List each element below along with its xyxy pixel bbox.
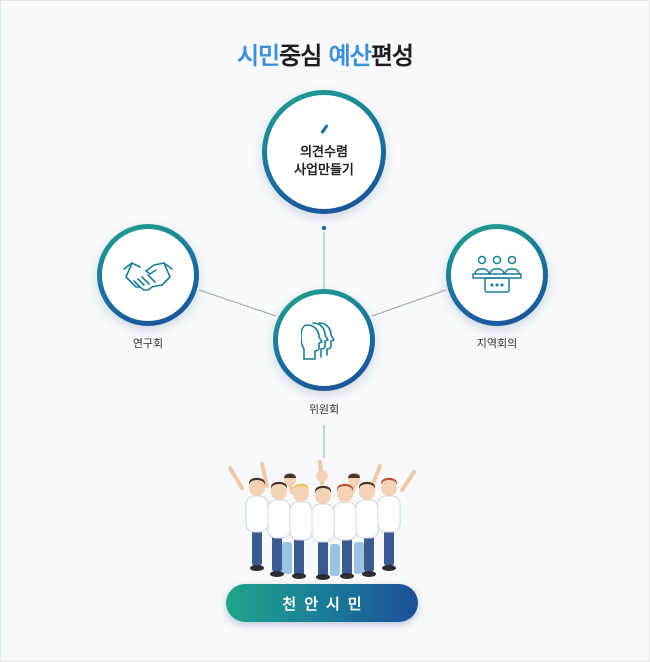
connector-left <box>198 289 277 317</box>
node-top-line-2: 사업만들기 <box>294 163 354 178</box>
node-opinion-gathering: 의견수렴 사업만들기 <box>262 90 386 214</box>
connector-right <box>371 289 447 317</box>
node-top-text: 의견수렴 사업만들기 <box>294 144 354 180</box>
node-research-group <box>97 224 199 326</box>
citizens-badge: 천안시민 <box>226 584 418 622</box>
citizens-label: 천안시민 <box>282 594 370 613</box>
pen-icon <box>319 124 329 134</box>
title-part-3: 예산 <box>328 42 372 70</box>
title-part-4: 편성 <box>370 42 414 70</box>
node-top-line-1: 의견수렴 <box>300 145 348 160</box>
node-center-label: 위원회 <box>308 403 340 416</box>
connector-top-dot <box>321 225 327 231</box>
node-left-label: 연구회 <box>132 337 164 350</box>
node-right-label: 지역회의 <box>476 337 518 350</box>
title-part-1: 시민 <box>236 42 280 70</box>
meeting-icon <box>472 255 522 293</box>
page-title: 시민중심 예산편성 <box>0 36 650 71</box>
cheering-crowd-illustration <box>228 460 416 580</box>
node-regional-meeting <box>446 224 548 326</box>
node-committee <box>273 289 375 391</box>
people-heads-icon <box>301 322 335 360</box>
handshake-icon <box>123 262 173 291</box>
title-part-2: 중심 <box>279 42 322 70</box>
